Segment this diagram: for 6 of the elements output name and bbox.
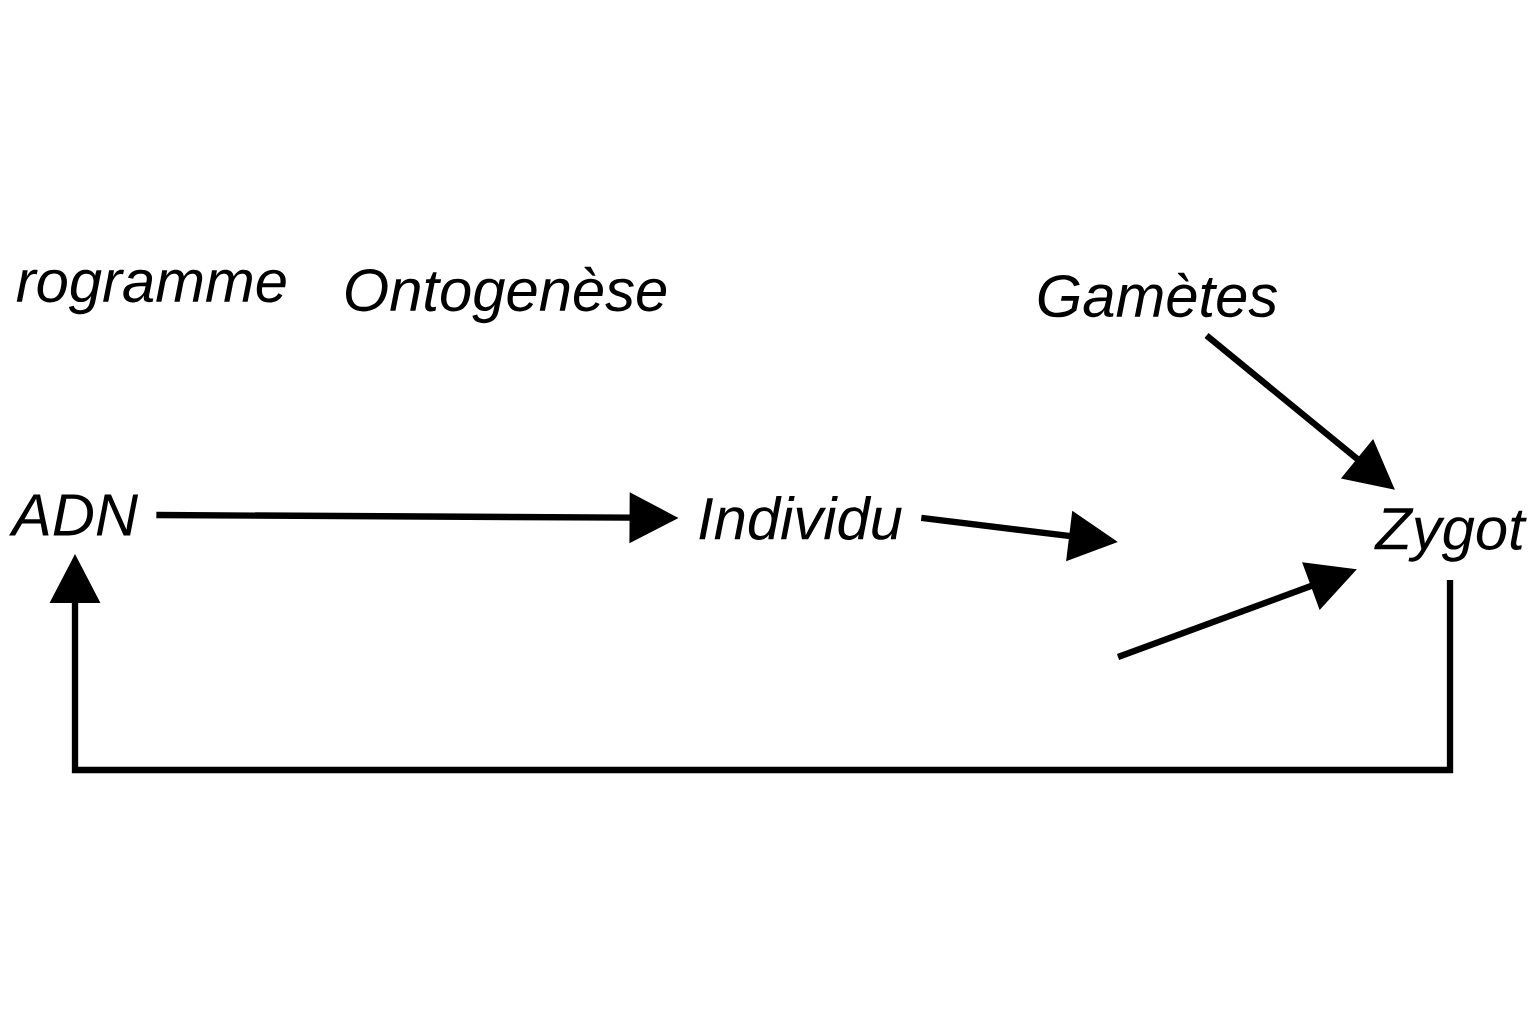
word-label: Gamètes <box>1038 272 1277 318</box>
heading-label: Ontogenèse <box>346 266 667 324</box>
word-label: Zygot <box>1374 508 1527 562</box>
word-label: Individu <box>699 496 902 540</box>
word-label: ADN <box>9 494 139 536</box>
heading-label: rogramme <box>16 269 286 315</box>
